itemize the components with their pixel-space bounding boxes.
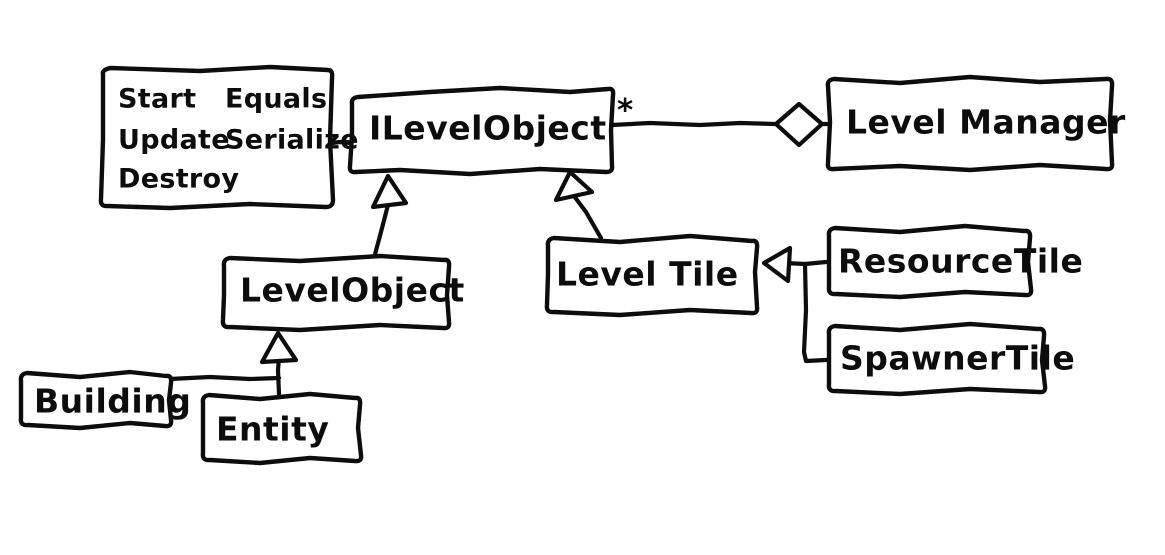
method-update: Update (118, 125, 230, 156)
inheritance-arrow-entity (259, 330, 299, 365)
edge-building-to-levelobject (167, 374, 282, 382)
method-destroy: Destroy (118, 164, 239, 195)
node-ilevelobject[interactable] (347, 85, 616, 177)
node-levelobject[interactable] (220, 253, 452, 333)
node-entity[interactable] (200, 391, 364, 466)
label-ilevelobject: ILevelObject (369, 109, 607, 148)
label-entity: Entity (216, 410, 329, 449)
inheritance-arrow-tiles (761, 245, 793, 284)
label-building: Building (34, 382, 191, 421)
node-methods-box[interactable] (98, 64, 336, 211)
node-spawnertile[interactable] (826, 321, 1048, 397)
node-levelmanager[interactable] (825, 74, 1115, 173)
label-levelmanager: Level Manager (846, 103, 1126, 142)
label-spawnertile: SpawnerTile (840, 339, 1075, 378)
method-start: Start (118, 84, 196, 115)
aggregation-diamond (773, 101, 825, 148)
label-resourcetile: ResourceTile (838, 242, 1083, 281)
node-building[interactable] (18, 369, 174, 431)
node-leveltile[interactable] (544, 233, 760, 318)
label-leveltile: Level Tile (556, 255, 739, 294)
edge-methods-to-ilevelobject (329, 139, 353, 146)
inheritance-arrow-leveltile (553, 169, 595, 203)
edge-leveltile-to-ilevelobject (571, 193, 604, 241)
node-resourcetile[interactable] (826, 223, 1034, 300)
method-equals: Equals (225, 84, 327, 115)
edge-resourcetile-to-leveltile (802, 259, 829, 267)
edge-spawnertile-to-leveltile (803, 357, 829, 364)
edge-tiles-trunk (801, 261, 809, 364)
edge-ilevelobject-to-levelmanager (609, 120, 778, 128)
label-levelobject: LevelObject (240, 271, 465, 310)
multiplicity-star: * (617, 93, 633, 129)
inheritance-arrow-levelobject (370, 173, 409, 210)
edge-levelobject-to-ilevelobject (371, 202, 391, 261)
method-serialize: Serialize (225, 125, 359, 156)
